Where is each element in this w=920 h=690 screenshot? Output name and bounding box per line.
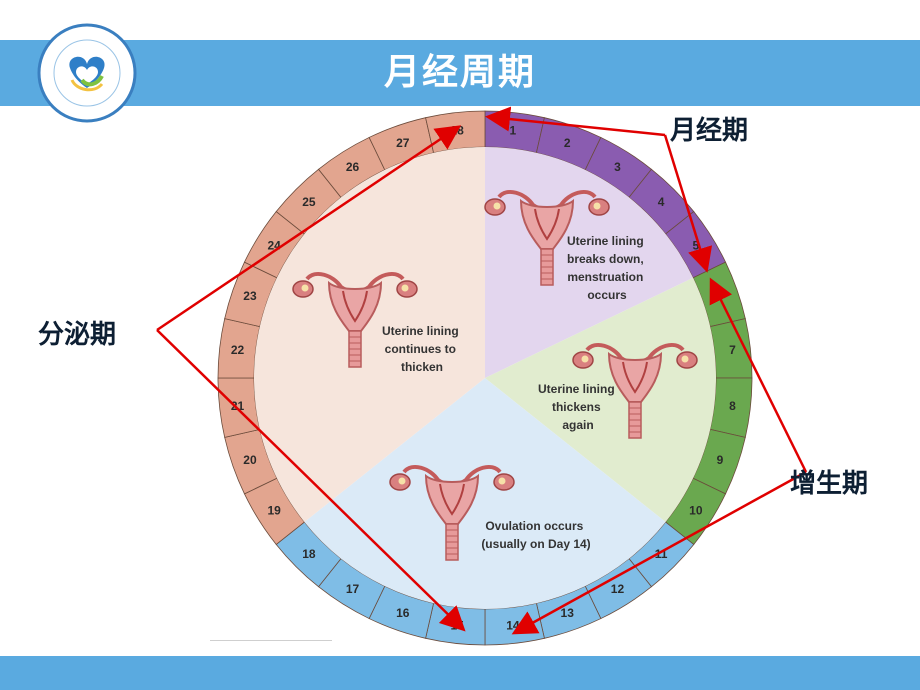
arrow-proliferative-start: [709, 277, 808, 473]
day-label: 12: [611, 582, 625, 596]
page-title: 月经周期: [383, 52, 536, 93]
footer-bar: [0, 656, 920, 690]
day-label: 17: [346, 582, 360, 596]
day-label: 1: [510, 124, 517, 138]
sector-text-ovulation: Ovulation occurs (usually on Day 14): [481, 519, 590, 551]
day-label: 23: [243, 289, 257, 303]
phase-sector-secretory: [254, 147, 485, 523]
day-label: 7: [729, 343, 736, 357]
arrow-menstrual-end: [663, 134, 713, 273]
day-label: 2: [564, 136, 571, 150]
day-label: 4: [658, 195, 665, 209]
day-label: 22: [231, 343, 245, 357]
arrow-secretory-end: [156, 329, 466, 632]
day-label: 27: [396, 136, 410, 150]
arrow-proliferative-end: [511, 470, 807, 635]
divider-line: [210, 640, 332, 641]
arrow-menstrual-start: [485, 106, 666, 137]
day-label: 19: [267, 503, 281, 517]
arrow-secretory-start: [156, 125, 462, 332]
day-label: 15: [450, 618, 464, 632]
day-label: 20: [243, 453, 257, 467]
day-label: 3: [614, 160, 621, 174]
day-label: 25: [302, 195, 316, 209]
sector-text-secretory: Uterine lining continues to thicken: [382, 324, 462, 374]
arrows: [156, 106, 808, 635]
title-bar: [0, 40, 920, 106]
sector-text-menstrual: Uterine lining breaks down, menstruation…: [567, 234, 647, 302]
day-label: 18: [302, 547, 316, 561]
sector-text-proliferative: Uterine lining thickens again: [538, 382, 618, 432]
logo: [37, 23, 137, 123]
phase-label-secretory: 分泌期: [38, 320, 117, 350]
day-label: 9: [717, 453, 724, 467]
phase-label-menstrual: 月经期: [670, 116, 749, 146]
day-label: 21: [231, 399, 245, 413]
phase-sector-ovulation: [304, 378, 666, 609]
day-label: 13: [561, 606, 575, 620]
day-label: 26: [346, 160, 360, 174]
day-label: 16: [396, 606, 410, 620]
phase-sector-menstrual: [485, 147, 694, 378]
day-label: 10: [689, 503, 703, 517]
phase-label-proliferative: 增生期: [790, 469, 869, 499]
day-label: 8: [729, 399, 736, 413]
phase-sector-proliferative: [485, 277, 716, 523]
